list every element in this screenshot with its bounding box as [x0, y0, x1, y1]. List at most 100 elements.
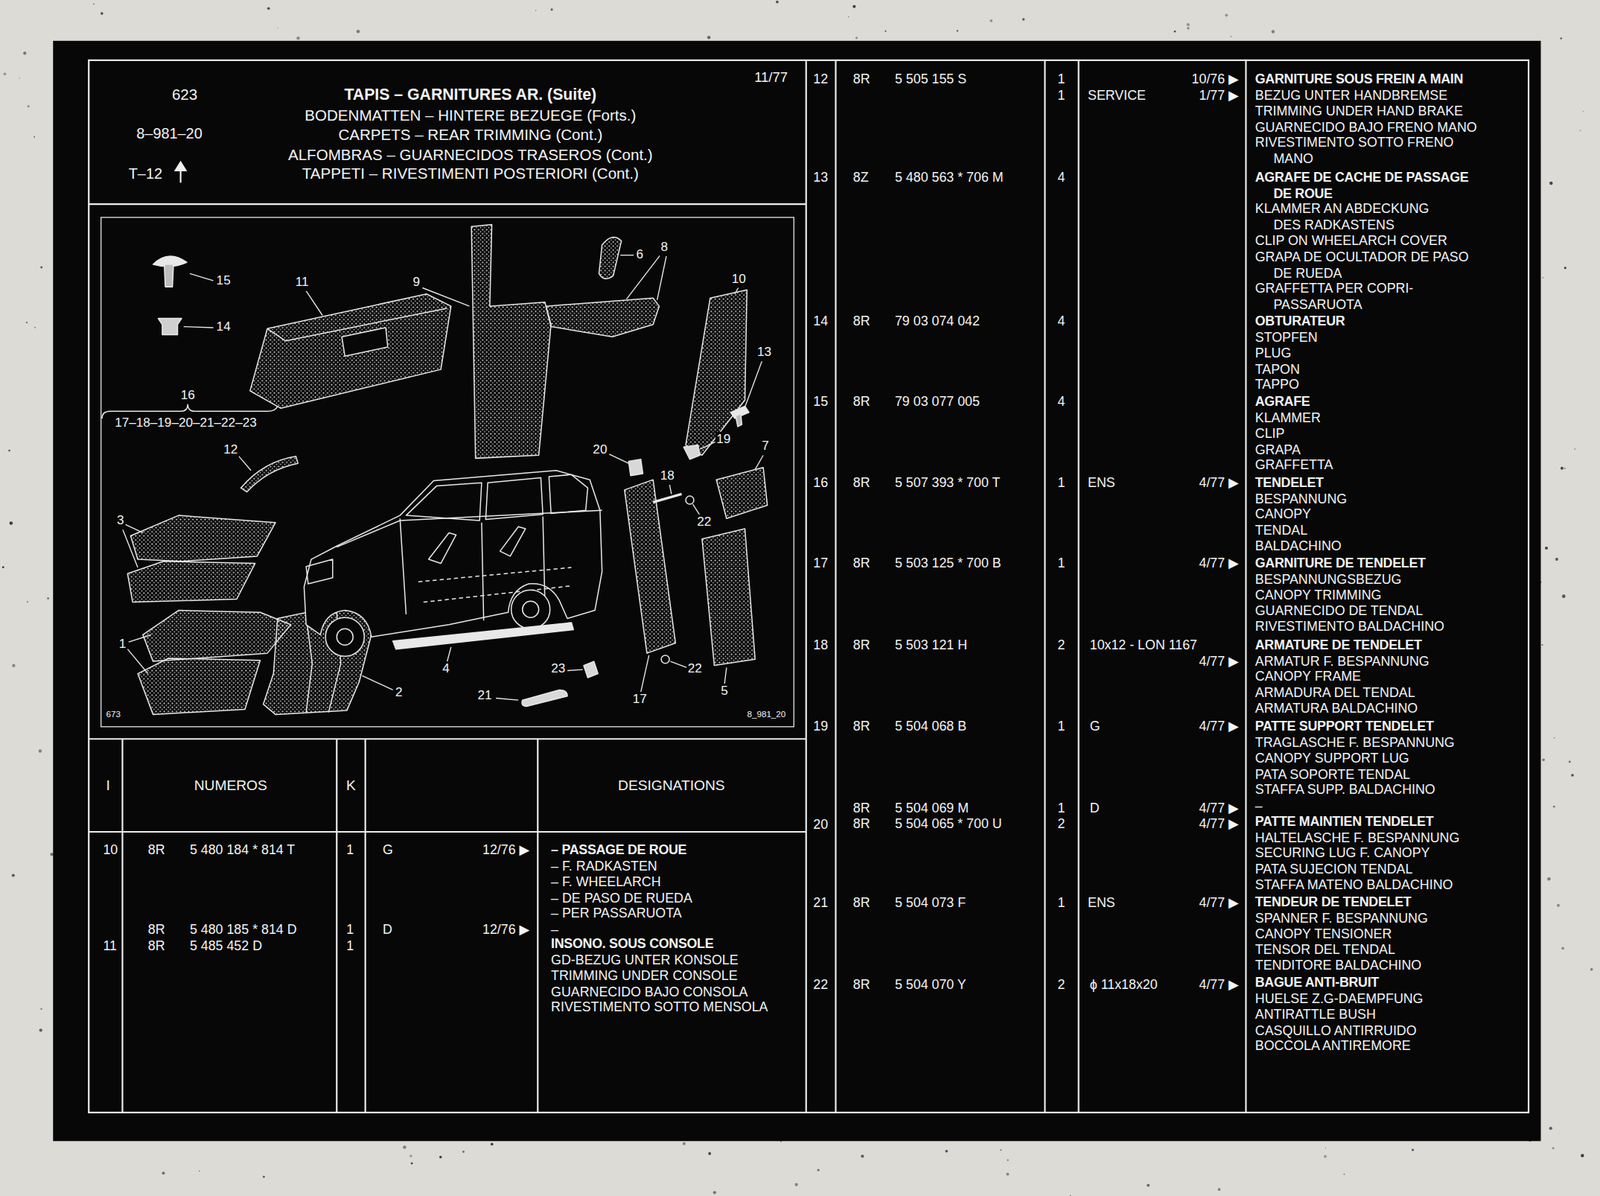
column-heading: DESIGNATIONS — [617, 777, 726, 793]
exploded-view — [240, 456, 298, 493]
header-line: BODENMATTEN – HINTERE BEZUEGE (Forts.) — [304, 107, 636, 124]
quantity: 1 — [346, 921, 354, 938]
film-speckle — [1007, 1159, 1009, 1161]
film-speckle — [490, 1142, 494, 1146]
designation: ARMATURA BALDACHINO — [1255, 700, 1418, 717]
designation: CANOPY TRIMMING — [1255, 586, 1382, 603]
film-speckle — [198, 1170, 200, 1172]
film-speckle — [1564, 266, 1567, 269]
designation: GUARNECIDO BAJO FRENO MANO — [1255, 119, 1478, 135]
part-number: 5 504 073 F — [894, 894, 966, 911]
film-speckle — [775, 0, 779, 4]
film-speckle — [1555, 557, 1559, 561]
designation: TRAGLASCHE F. BESPANNUNG — [1255, 734, 1455, 750]
callout-number: 12 — [222, 441, 239, 458]
designation: CLIP — [1255, 425, 1286, 442]
leader-line — [189, 273, 214, 281]
validity-date: 1/77 ▶ — [1198, 87, 1239, 104]
model-prefix: 8R — [853, 313, 871, 330]
callout-number: 15 — [215, 273, 232, 289]
exploded-view — [548, 474, 588, 513]
text-line: KLAMMER AN ABDECKUNG — [1255, 201, 1430, 217]
film-speckle — [1411, 1148, 1414, 1151]
exploded-view — [157, 318, 182, 336]
designation: GD-BEZUG UNTER KONSOLE — [550, 951, 738, 968]
note: ENS — [1087, 474, 1116, 490]
designation: HUELSE Z.G-DAEMPFUNG — [1255, 990, 1424, 1006]
part-number: 5 504 068 B — [894, 718, 967, 735]
film-speckle — [23, 51, 27, 55]
designation: GRAFFETTA PER COPRI- PASSARUOTA — [1255, 280, 1414, 313]
exploded-view — [685, 289, 747, 455]
exploded-view — [130, 515, 276, 562]
item-number: 20 — [813, 816, 828, 832]
part-number: 5 485 452 D — [189, 938, 263, 954]
item-number: 17 — [813, 555, 828, 572]
film-speckle — [1544, 546, 1548, 550]
designation: – DE PASO DE RUEDA — [550, 889, 693, 906]
designation: BESPANNUNGSBEZUG — [1255, 571, 1402, 587]
film-speckle — [944, 1149, 948, 1153]
designation: STAFFA MATENO BALDACHINO — [1255, 877, 1454, 893]
designation: KLAMMER AN ABDECKUNG DES RADKASTENS — [1255, 201, 1430, 234]
exploded-view — [599, 236, 622, 279]
quantity: 1 — [1057, 555, 1065, 572]
film-speckle — [1547, 877, 1551, 881]
part-number: 5 503 125 * 700 B — [894, 555, 1002, 572]
callout-number: 21 — [476, 687, 493, 704]
designation: PLUG — [1255, 344, 1292, 361]
film-speckle — [707, 35, 712, 40]
text-line: AGRAFE DE CACHE DE PASSAGE — [1255, 169, 1469, 186]
text-line: PASSARUOTA — [1255, 297, 1414, 313]
designation-heading: OBTURATEUR — [1255, 313, 1346, 330]
designation-heading: AGRAFE — [1255, 393, 1311, 410]
designation-heading: TENDELET — [1255, 474, 1324, 490]
designation: GRAFFETTA — [1255, 457, 1334, 474]
film-speckle — [682, 1142, 686, 1146]
film-speckle — [990, 19, 994, 23]
designation: TAPPO — [1255, 376, 1300, 393]
designation: – PER PASSARUOTA — [550, 905, 682, 921]
part-number: 5 507 393 * 700 T — [894, 474, 1000, 490]
film-speckle — [795, 1183, 799, 1187]
quantity: 4 — [1057, 169, 1065, 186]
designation: HALTELASCHE F. BESPANNUNG — [1255, 829, 1461, 846]
exploded-view — [418, 567, 572, 603]
reference-code: 8–981–20 — [136, 125, 202, 143]
designation: RIVESTIMENTO SOTTO MENSOLA — [550, 999, 768, 1015]
designation: BALDACHINO — [1255, 538, 1342, 554]
item-number: 16 — [813, 474, 828, 490]
figure-code: 673 — [106, 709, 121, 720]
film-speckle — [855, 36, 858, 39]
validity-date: 12/76 ▶ — [482, 842, 530, 858]
note: ϕ 11x18x20 — [1089, 976, 1158, 993]
film-speckle — [708, 1151, 712, 1155]
film-speckle — [162, 1171, 166, 1175]
leader-line — [306, 291, 323, 316]
film-speckle — [884, 30, 886, 33]
film-speckle — [1568, 760, 1571, 764]
callout-number: 2 — [394, 684, 404, 701]
text-line: MANO — [1255, 151, 1455, 167]
designation: TRIMMING UNDER CONSOLE — [550, 967, 738, 984]
table-rule — [88, 737, 806, 740]
designation: – — [1255, 798, 1263, 814]
part-number: 5 505 155 S — [894, 71, 967, 88]
quantity: 1 — [1057, 800, 1065, 817]
designation: GUARNECIDO BAJO CONSOLA — [550, 983, 748, 1000]
film-speckle — [1186, 23, 1190, 27]
designation: BESPANNUNG — [1255, 490, 1347, 507]
film-speckle — [11, 664, 15, 668]
designation: RIVESTIMENTO BALDACHINO — [1255, 618, 1445, 635]
leader-line — [724, 667, 727, 684]
film-speckle — [410, 1162, 414, 1165]
designation: SPANNER F. BESPANNUNG — [1255, 909, 1429, 926]
film-speckle — [26, 321, 28, 324]
leader-line — [122, 255, 764, 701]
exploded-view — [735, 413, 742, 426]
leader-line — [669, 483, 672, 495]
film-speckle — [1022, 17, 1025, 21]
table-rule — [88, 830, 806, 833]
leader-line — [567, 669, 583, 671]
